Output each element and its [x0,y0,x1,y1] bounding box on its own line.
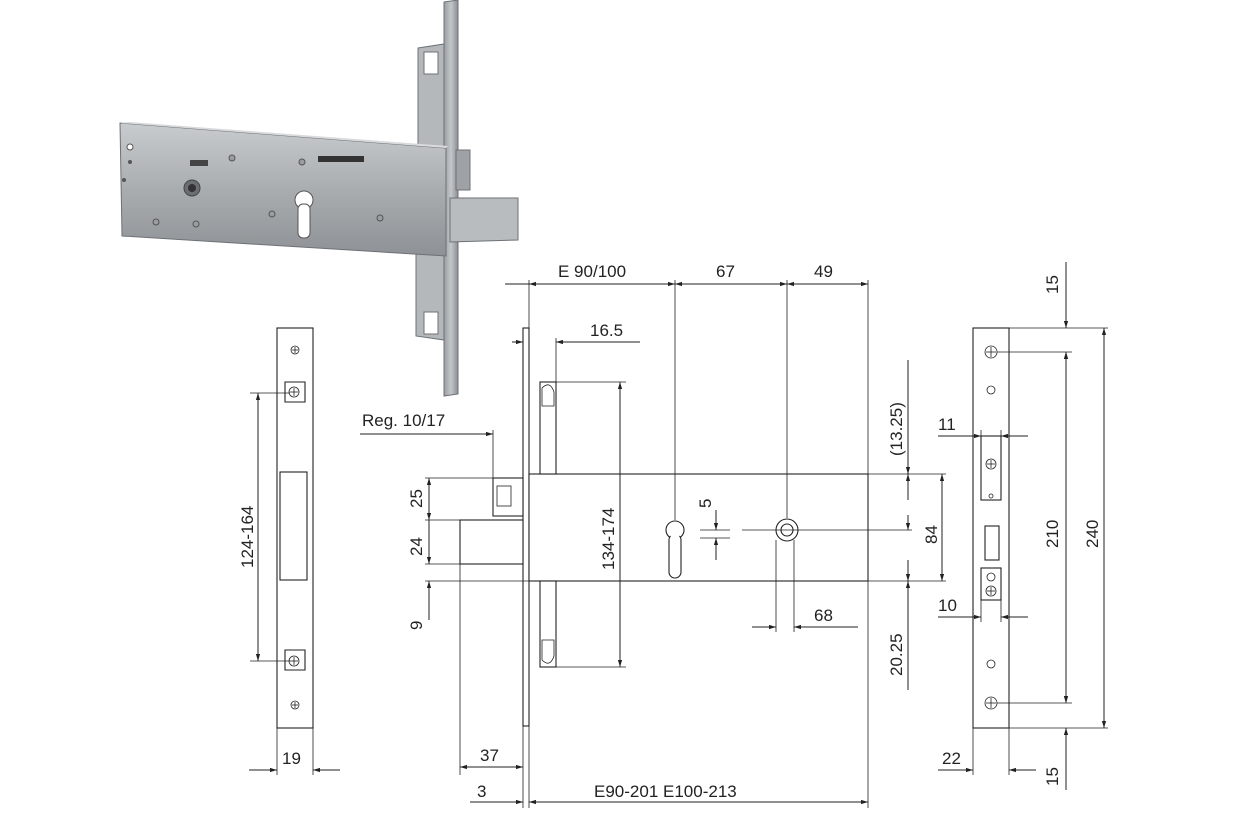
dim-67: 67 [716,262,735,281]
dim-9: 9 [407,621,426,630]
dim-e-90-100: E 90/100 [558,262,626,281]
strike-plate-left: 124-164 19 [238,327,340,775]
dim-15-top: 15 [1043,275,1062,294]
dim-49: 49 [814,262,833,281]
dim-68: 68 [814,606,833,625]
dim-5: 5 [696,499,715,508]
dim-25: 25 [407,489,426,508]
dim-e-total: E90-201 E100-213 [594,782,737,801]
lock-main-drawing: E 90/100 67 49 16.5 Reg. 10/17 134-174 2… [360,262,946,808]
dim-240: 240 [1083,520,1102,548]
dim-124-164: 124-164 [238,506,257,568]
dim-reg-10-17: Reg. 10/17 [362,411,445,430]
dim-84: 84 [922,525,941,544]
dim-20-25: 20.25 [887,633,906,676]
dim-210: 210 [1043,520,1062,548]
dim-134-174: 134-174 [599,508,618,570]
dim-15-bottom: 15 [1043,767,1062,786]
dim-3: 3 [477,782,486,801]
faceplate-right: 15 210 240 15 11 10 22 [938,262,1108,790]
dim-13-25: (13.25) [887,402,906,456]
dim-10: 10 [938,596,957,615]
dim-16-5: 16.5 [590,321,623,340]
dim-37: 37 [480,746,499,765]
dim-22: 22 [942,749,961,768]
dim-24: 24 [407,537,426,556]
dim-11: 11 [938,415,956,434]
lock-photo [119,0,519,397]
dim-19: 19 [282,749,301,768]
